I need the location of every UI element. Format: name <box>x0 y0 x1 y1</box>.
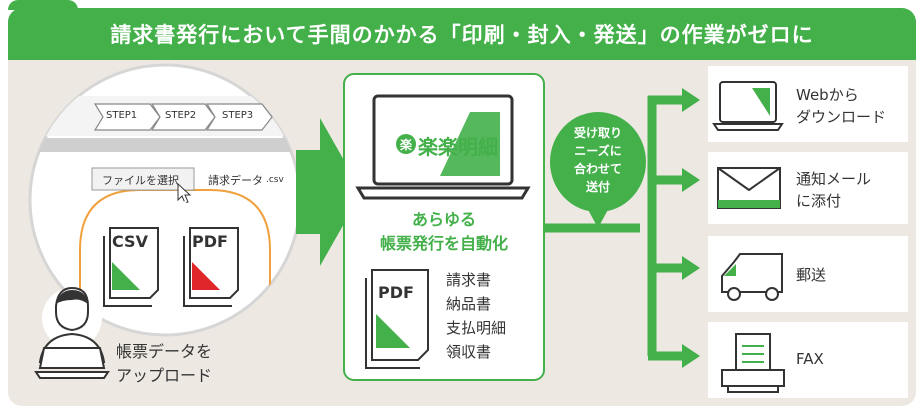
doc-list-item: 支払明細 <box>446 319 507 337</box>
output-post-label: 郵送 <box>796 266 827 284</box>
bubble-line: 受け取り <box>573 126 622 140</box>
headline-line2: 帳票発行を自動化 <box>379 234 508 253</box>
banner-title: 請求書発行において手間のかかる「印刷・封入・発送」の作業がゼロに <box>8 8 916 60</box>
step-3-label: STEP3 <box>222 110 254 121</box>
file-select-label: ファイルを選択 <box>102 174 179 187</box>
file-ext: .csv <box>266 175 284 185</box>
step-2-label: STEP2 <box>165 110 197 121</box>
upload-caption-line1: 帳票データを <box>116 342 213 361</box>
output-truck-icon <box>721 253 783 301</box>
cursor-icon <box>177 182 192 204</box>
output-fax-icon <box>721 333 785 393</box>
center-pdf-icon <box>365 269 429 369</box>
headline-line1: あらゆる <box>411 210 476 229</box>
doc-list-item: 納品書 <box>446 295 492 313</box>
step-1-label: STEP1 <box>106 110 138 121</box>
upload-caption-line2: アップロード <box>116 366 213 385</box>
laptop-icon <box>355 94 531 200</box>
bubble-line: 合わせて <box>573 162 622 176</box>
file-select-button[interactable] <box>91 167 195 191</box>
pdf-document-icon <box>183 227 239 307</box>
bubble-line: 送付 <box>585 180 610 194</box>
doc-list-item: 領収書 <box>446 343 492 361</box>
output-web-line2: ダウンロード <box>796 108 887 126</box>
logo-text: 楽楽明細 <box>418 135 498 159</box>
output-mail-line1: 通知メール <box>796 170 872 188</box>
flow-arrow-main <box>296 118 362 266</box>
step-chevrons <box>93 103 273 131</box>
bubble-line: ニーズに <box>574 144 622 158</box>
banner-tab <box>8 0 78 10</box>
output-web-line1: Webから <box>796 86 859 104</box>
center-pdf-label: PDF <box>378 283 414 302</box>
output-laptop-icon <box>712 81 784 131</box>
delivery-bubble <box>550 112 646 228</box>
file-name: 請求データ <box>208 174 263 187</box>
bubble-text: 受け取り ニーズに 合わせて 送付 <box>550 124 646 196</box>
logo-mark: 楽 <box>396 134 416 154</box>
doc-list: 請求書 納品書 支払明細 領収書 <box>446 268 506 364</box>
output-fax-label: FAX <box>796 350 824 368</box>
output-mail-label: 通知メール に添付 <box>796 168 871 212</box>
output-web-label: Webから ダウンロード <box>796 84 886 128</box>
pdf-label: PDF <box>192 232 228 251</box>
person-at-laptop-icon <box>34 286 110 379</box>
output-mail-icon <box>717 167 781 209</box>
csv-document-icon <box>103 227 159 307</box>
branch-arrows <box>648 88 700 368</box>
output-mail-line2: に添付 <box>796 192 842 210</box>
doc-list-item: 請求書 <box>446 271 492 289</box>
csv-label: CSV <box>112 232 148 251</box>
